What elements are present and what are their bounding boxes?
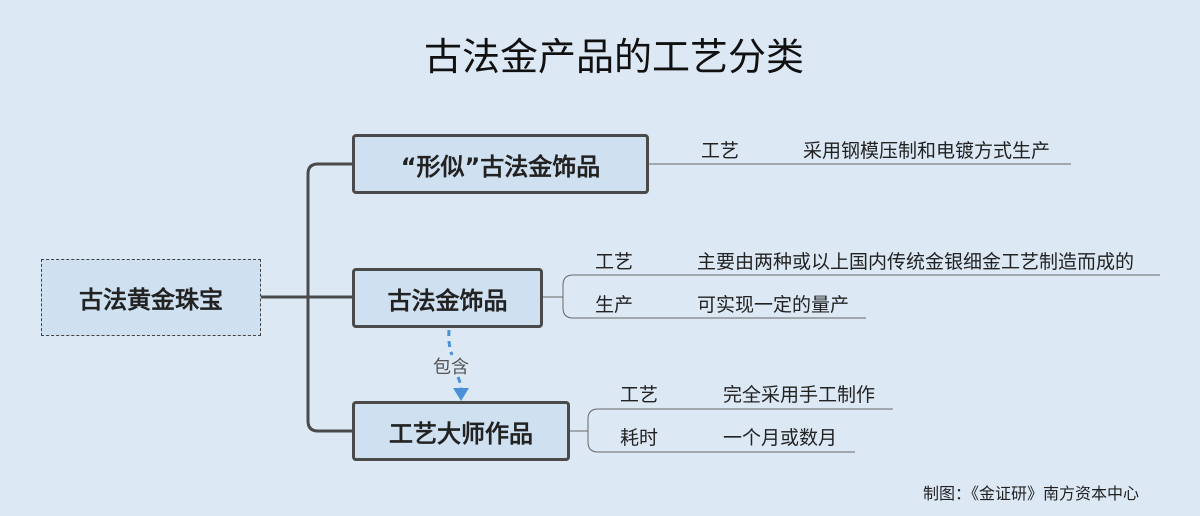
node-label: 古法金饰品 (387, 286, 508, 315)
diagram-title: 古法金产品的工艺分类 (423, 35, 804, 79)
attr-value: 完全采用手工制作 (723, 384, 876, 406)
attr-key: 工艺 (620, 384, 659, 406)
node-dashi-zuopin[interactable]: 工艺大师作品 (352, 401, 570, 461)
node-label: “形似”古法金饰品 (400, 152, 601, 181)
attr-key: 工艺 (595, 251, 634, 273)
node-xingsi[interactable]: “形似”古法金饰品 (352, 134, 649, 194)
attr-bracket-3 (570, 408, 599, 453)
attr-value: 可实现一定的量产 (697, 294, 850, 316)
attr-key: 生产 (595, 294, 634, 316)
attr-key: 耗时 (620, 427, 659, 449)
attr-value: 采用钢模压制和电镀方式生产 (803, 140, 1051, 162)
attr-bracket-2 (543, 274, 574, 319)
relation-label: 包含 (433, 357, 469, 378)
trunk-connector (306, 162, 352, 433)
relation-arrowhead-icon (453, 388, 469, 401)
node-gufa-jinshi[interactable]: 古法金饰品 (352, 268, 543, 328)
node-label: 工艺大师作品 (389, 419, 533, 448)
attr-value: 主要由两种或以上国内传统金银细金工艺制造而成的 (697, 251, 1135, 273)
root-node[interactable]: 古法黄金珠宝 (41, 259, 261, 336)
root-label: 古法黄金珠宝 (79, 286, 223, 314)
attr-value: 一个月或数月 (723, 427, 838, 449)
source-credit: 制图：《金证研》南方资本中心 (923, 484, 1140, 503)
attr-key: 工艺 (701, 140, 740, 162)
